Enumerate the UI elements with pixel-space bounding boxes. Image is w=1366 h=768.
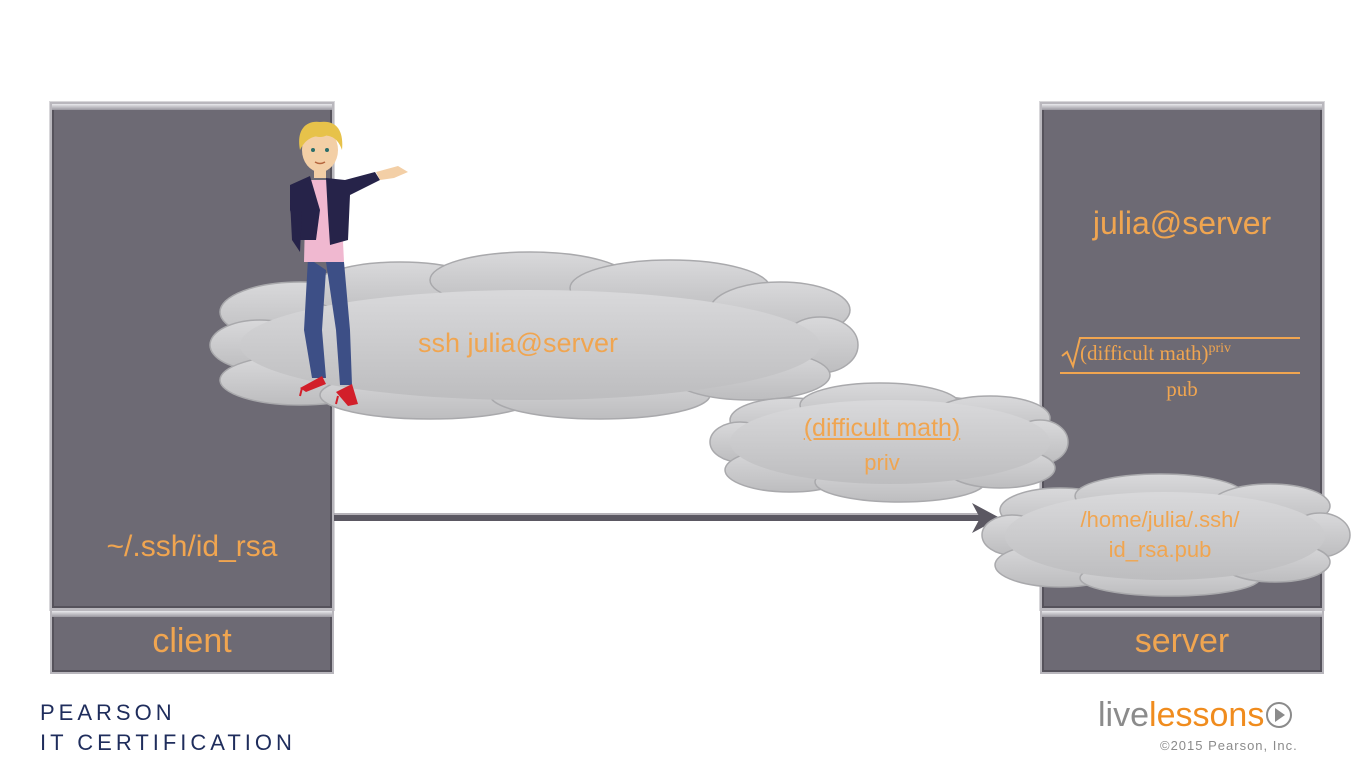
pearson-logo-line2: IT CERTIFICATION	[40, 730, 296, 755]
cloud-public-key	[981, 473, 1351, 597]
play-icon	[1266, 702, 1293, 729]
pubkey-path-line2: id_rsa.pub	[1108, 537, 1212, 562]
copyright-text: ©2015 Pearson, Inc.	[1160, 738, 1298, 753]
pearson-logo-line1: PEARSON	[40, 700, 176, 725]
formula-numerator-text: (difficult math)	[1080, 341, 1209, 365]
ssh-command-text: ssh julia@server	[418, 328, 618, 358]
formula-numerator: (difficult math)priv	[1080, 341, 1231, 366]
client-key-path: ~/.ssh/id_rsa	[106, 530, 278, 563]
formula-exponent: priv	[1208, 341, 1232, 356]
arrow-connector	[334, 503, 1000, 533]
server-label-bar	[1040, 609, 1324, 674]
livelessons-lessons: lessons	[1149, 696, 1265, 734]
presenter-figure	[290, 121, 408, 406]
client-label-bar	[50, 609, 334, 674]
radical-sign	[1061, 337, 1300, 370]
client-label: client	[152, 622, 232, 660]
challenge-text-top: (difficult math)	[803, 414, 961, 442]
challenge-text-bottom: priv	[864, 450, 900, 475]
pubkey-path-line1: /home/julia/.ssh/	[1080, 507, 1240, 532]
livelessons-live: live	[1098, 696, 1150, 734]
cloud-challenge	[709, 382, 1069, 503]
formula-denominator: pub	[1166, 377, 1198, 401]
livelessons-logo: livelessons	[1098, 696, 1293, 735]
server-label: server	[1134, 622, 1230, 660]
server-user-host: julia@server	[1092, 205, 1272, 241]
